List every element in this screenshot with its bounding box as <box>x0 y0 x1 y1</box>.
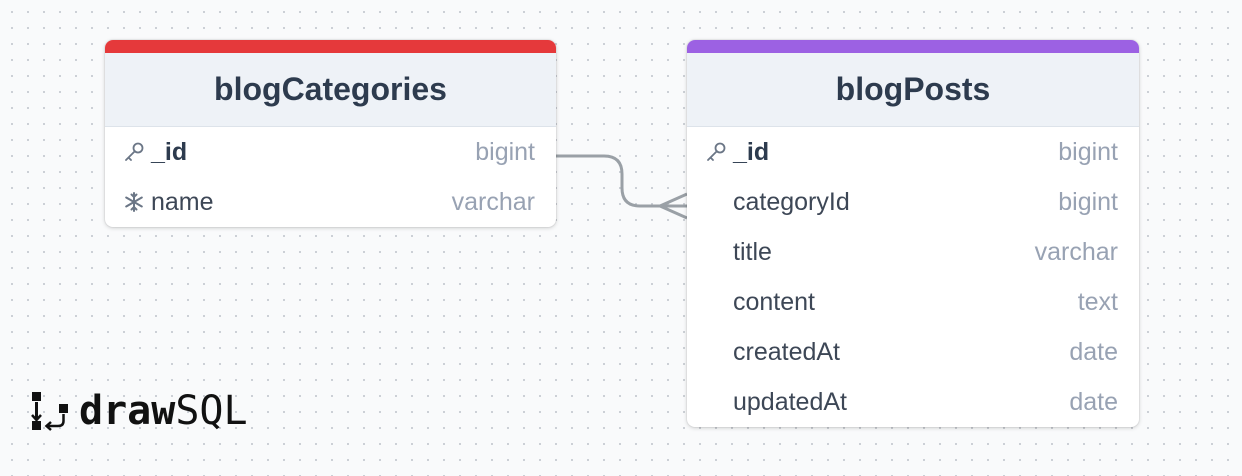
column-type: date <box>1069 387 1118 416</box>
column-name: updatedAt <box>733 387 847 416</box>
column-row-name[interactable]: name varchar <box>105 177 556 227</box>
relationship-line[interactable] <box>556 154 687 208</box>
column-row-content[interactable]: content text <box>687 277 1139 327</box>
drawsql-logo: drawSQL <box>30 388 248 434</box>
column-type: varchar <box>451 187 535 216</box>
table-accent-bar <box>687 40 1139 53</box>
column-name: createdAt <box>733 337 841 366</box>
column-name: categoryId <box>733 187 850 216</box>
column-name: _id <box>733 137 770 166</box>
column-name: title <box>733 237 772 266</box>
column-type: text <box>1077 287 1118 316</box>
column-row-createdAt[interactable]: createdAt date <box>687 327 1139 377</box>
snowflake-icon <box>122 177 146 227</box>
column-row-categoryId[interactable]: categoryId bigint <box>687 177 1139 227</box>
column-type: bigint <box>1058 137 1118 166</box>
column-type: bigint <box>475 137 535 166</box>
column-type: date <box>1069 337 1118 366</box>
column-row-title[interactable]: title varchar <box>687 227 1139 277</box>
key-icon <box>704 127 728 177</box>
column-name: _id <box>151 137 188 166</box>
column-name: name <box>151 187 214 216</box>
column-type: varchar <box>1034 237 1118 266</box>
table-title[interactable]: blogPosts <box>687 53 1139 127</box>
table-title[interactable]: blogCategories <box>105 53 556 127</box>
column-row-updatedAt[interactable]: updatedAt date <box>687 377 1139 427</box>
crows-foot-marker <box>658 192 688 220</box>
column-name: content <box>733 287 816 316</box>
column-type: bigint <box>1058 187 1118 216</box>
column-row-id[interactable]: _id bigint <box>105 127 556 177</box>
table-blogCategories[interactable]: blogCategories _id bigint name varchar <box>105 40 556 227</box>
column-row-id[interactable]: _id bigint <box>687 127 1139 177</box>
drawsql-logo-icon <box>31 392 68 431</box>
key-icon <box>122 127 146 177</box>
drawsql-logo-text: drawSQL <box>79 388 248 434</box>
table-accent-bar <box>105 40 556 53</box>
